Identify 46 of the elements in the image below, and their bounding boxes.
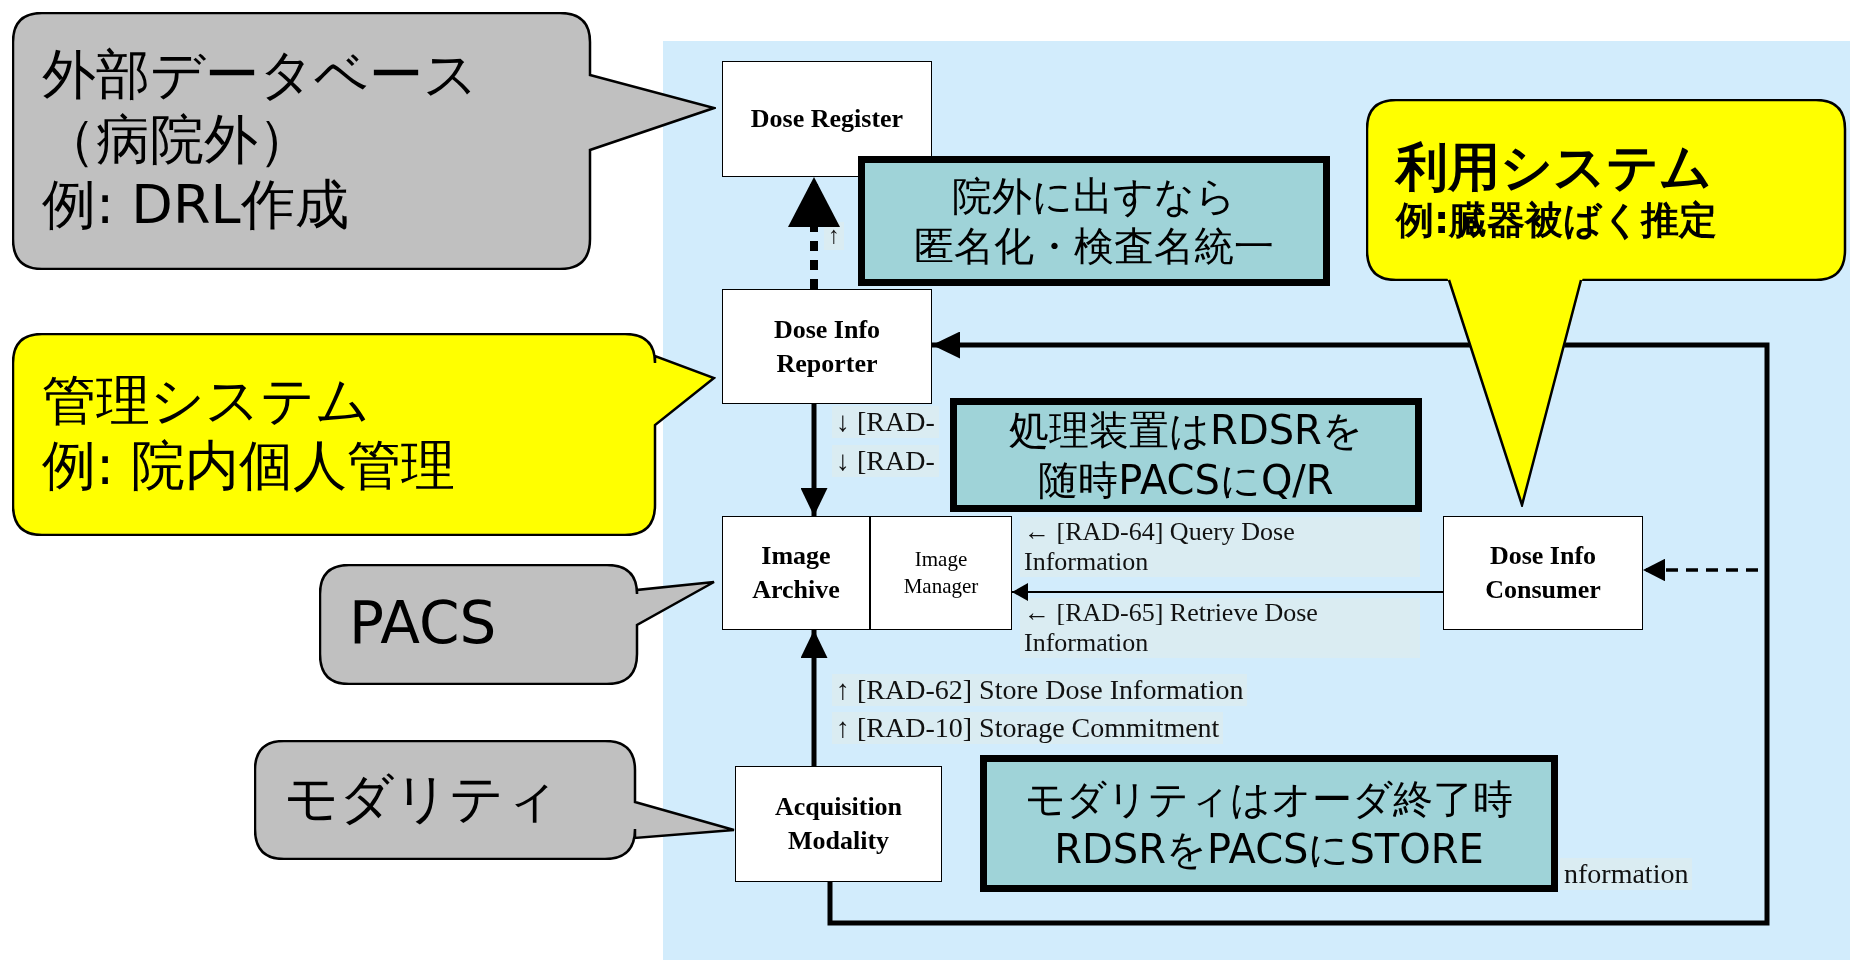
process-box <box>722 61 932 177</box>
callout-heading: 利用システム <box>1396 135 1712 198</box>
note-box <box>858 156 1330 286</box>
note-text: モダリティはオーダ終了時 <box>1025 774 1513 824</box>
callout-heading: モダリティ <box>284 767 559 832</box>
callout-heading: PACS <box>349 589 497 659</box>
process-box <box>722 289 932 404</box>
process-box <box>735 766 942 882</box>
arrow <box>1011 583 1444 601</box>
note-box <box>950 398 1422 512</box>
arrow <box>800 630 828 766</box>
dashed-arrow <box>828 558 1769 925</box>
callout-heading: 外部データベース（病院外） <box>42 43 479 173</box>
label-text: ← [RAD-65] Retrieve Dose Information <box>1020 598 1420 658</box>
note-text: 随時PACSにQ/R <box>1038 456 1334 505</box>
dashed-arrow <box>788 177 840 289</box>
label-text: ↑ [RAD-62] Store Dose Information <box>832 674 1248 707</box>
box-label: Dose Register <box>750 103 904 136</box>
process-box <box>1443 516 1643 630</box>
box-label: Acquisition Modality <box>773 791 904 857</box>
callout-example: 例: DRL作成 <box>42 172 349 238</box>
speech-bubble <box>12 12 716 270</box>
callout-example: 例: 院内個人管理 <box>42 434 456 499</box>
arrow <box>800 404 828 516</box>
process-box <box>722 516 870 630</box>
label-text: ← [RAD-64] Query Dose Information <box>1020 517 1420 577</box>
arrow <box>827 331 1770 926</box>
box-label: Dose Info Reporter <box>772 313 882 380</box>
box-label: Image Manager <box>902 545 980 600</box>
speech-bubble <box>254 740 736 860</box>
box-label: Dose Info Consumer <box>1484 540 1602 606</box>
label-text: ↓ [RAD- <box>832 406 939 439</box>
note-text: 処理装置はRDSRを <box>1009 406 1363 455</box>
label-text: ↑ [RAD-10] Storage Commitment <box>832 712 1224 745</box>
callout-example: 例:臓器被ばく推定 <box>1396 197 1718 244</box>
callout-heading: 管理システム <box>42 369 370 434</box>
process-box <box>870 516 1012 630</box>
note-text: 院外に出すなら <box>952 172 1236 221</box>
box-label: Image Archive <box>751 540 841 606</box>
speech-bubble <box>319 564 716 685</box>
label-text: nformation <box>1560 858 1693 891</box>
note-text: RDSRをPACSにSTORE <box>1054 824 1484 874</box>
note-box <box>980 755 1558 892</box>
speech-bubble <box>12 333 716 536</box>
note-text: 匿名化・検査名統一 <box>914 222 1274 271</box>
label-text: ↓ [RAD- <box>832 445 939 478</box>
